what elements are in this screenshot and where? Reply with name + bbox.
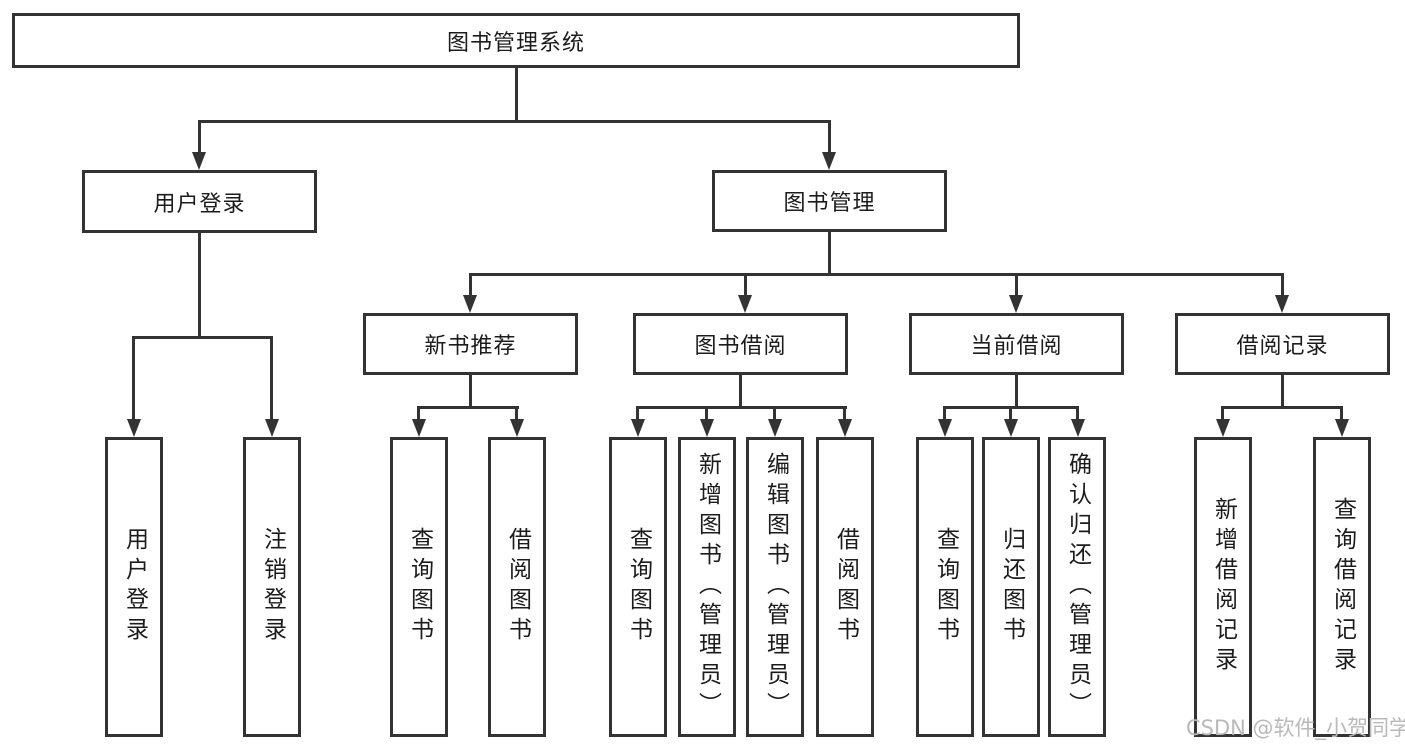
leaf-confirm-return-admin: 确认归还（管理员）	[1048, 437, 1106, 737]
connector	[843, 406, 846, 419]
leaf-label: 借阅图书	[504, 527, 531, 647]
connector	[828, 229, 831, 273]
arrowhead-down-icon	[768, 419, 782, 437]
node-label: 新书推荐	[424, 334, 517, 359]
connector	[469, 273, 472, 295]
connector	[1221, 406, 1224, 419]
node-label: 用户登录	[153, 191, 246, 217]
leaf-label: 注销登录	[259, 527, 286, 647]
connector	[773, 406, 776, 419]
connector	[417, 406, 420, 419]
leaf-label: 借阅图书	[832, 527, 859, 647]
connector	[1281, 273, 1284, 295]
leaf-label: 新增图书（管理员）	[694, 452, 721, 722]
leaf-add-books-admin: 新增图书（管理员）	[678, 437, 736, 737]
connector	[744, 273, 747, 295]
arrowhead-down-icon	[127, 419, 141, 437]
arrowhead-down-icon	[1004, 419, 1018, 437]
connector	[132, 336, 135, 419]
connector	[1015, 372, 1018, 406]
leaf-borrow-books: 借阅图书	[816, 437, 874, 737]
leaf-query-books-recommend: 查询图书	[390, 437, 448, 737]
connector	[739, 372, 742, 406]
leaf-label: 新增借阅记录	[1210, 497, 1237, 677]
arrowhead-down-icon	[1335, 419, 1349, 437]
connector	[469, 273, 1284, 276]
connector	[198, 120, 201, 154]
arrowhead-down-icon	[938, 419, 952, 437]
leaf-label: 归还图书	[998, 527, 1025, 647]
connector	[943, 406, 946, 419]
leaf-user-login: 用户登录	[105, 437, 163, 737]
node-book-borrowing: 图书借阅	[633, 313, 848, 375]
connector	[1221, 406, 1343, 409]
leaf-edit-books-admin: 编辑图书（管理员）	[746, 437, 804, 737]
connector	[417, 406, 519, 409]
node-user-login: 用户登录	[82, 170, 317, 233]
leaf-label: 用户登录	[121, 527, 148, 647]
arrowhead-down-icon	[1009, 295, 1023, 313]
node-label: 图书管理系统	[446, 30, 585, 56]
leaf-return-books: 归还图书	[982, 437, 1040, 737]
connector	[1076, 406, 1079, 419]
connector	[1340, 406, 1343, 419]
leaf-label: 确认归还（管理员）	[1064, 452, 1091, 722]
connector	[636, 406, 847, 409]
arrowhead-down-icon	[631, 419, 645, 437]
node-library-management-system: 图书管理系统	[12, 13, 1020, 68]
leaf-label: 查询图书	[625, 527, 652, 647]
connector	[1015, 273, 1018, 295]
arrowhead-down-icon	[463, 295, 477, 313]
arrowhead-down-icon	[192, 152, 206, 170]
arrowhead-down-icon	[1216, 419, 1230, 437]
connector	[515, 406, 518, 419]
node-book-management: 图书管理	[712, 170, 947, 232]
connector	[469, 372, 472, 406]
arrowhead-down-icon	[1275, 295, 1289, 313]
arrowhead-down-icon	[822, 152, 836, 170]
leaf-label: 查询借阅记录	[1329, 497, 1356, 677]
leaf-label: 查询图书	[932, 527, 959, 647]
arrowhead-down-icon	[838, 419, 852, 437]
connector	[705, 406, 708, 419]
connector	[636, 406, 639, 419]
leaf-label: 编辑图书（管理员）	[762, 452, 789, 722]
node-label: 借阅记录	[1236, 334, 1329, 359]
leaf-query-books-current: 查询图书	[916, 437, 974, 737]
arrowhead-down-icon	[265, 419, 279, 437]
connector	[1009, 406, 1012, 419]
leaf-query-books-borrowing: 查询图书	[609, 437, 667, 737]
node-label: 图书借阅	[694, 334, 787, 359]
connector	[515, 65, 518, 120]
node-label: 当前借阅	[970, 334, 1063, 359]
arrowhead-down-icon	[510, 419, 524, 437]
arrowhead-down-icon	[412, 419, 426, 437]
node-new-book-recommendation: 新书推荐	[363, 313, 578, 375]
arrowhead-down-icon	[738, 295, 752, 313]
leaf-logout: 注销登录	[243, 437, 301, 737]
leaf-borrow-books-recommend: 借阅图书	[488, 437, 546, 737]
leaf-label: 查询图书	[406, 527, 433, 647]
node-label: 图书管理	[783, 191, 876, 216]
connector	[828, 120, 831, 154]
leaf-add-borrow-record: 新增借阅记录	[1194, 437, 1252, 737]
arrowhead-down-icon	[700, 419, 714, 437]
connector	[270, 336, 273, 419]
arrowhead-down-icon	[1071, 419, 1085, 437]
csdn-watermark: CSDN @软件_小贺同学	[1186, 716, 1405, 740]
node-borrowing-records: 借阅记录	[1175, 313, 1390, 375]
connector	[198, 120, 831, 123]
connector	[198, 230, 201, 336]
leaf-query-borrow-record: 查询借阅记录	[1313, 437, 1371, 737]
connector	[1281, 372, 1284, 406]
connector	[132, 336, 273, 339]
node-current-borrowing: 当前借阅	[909, 313, 1124, 375]
